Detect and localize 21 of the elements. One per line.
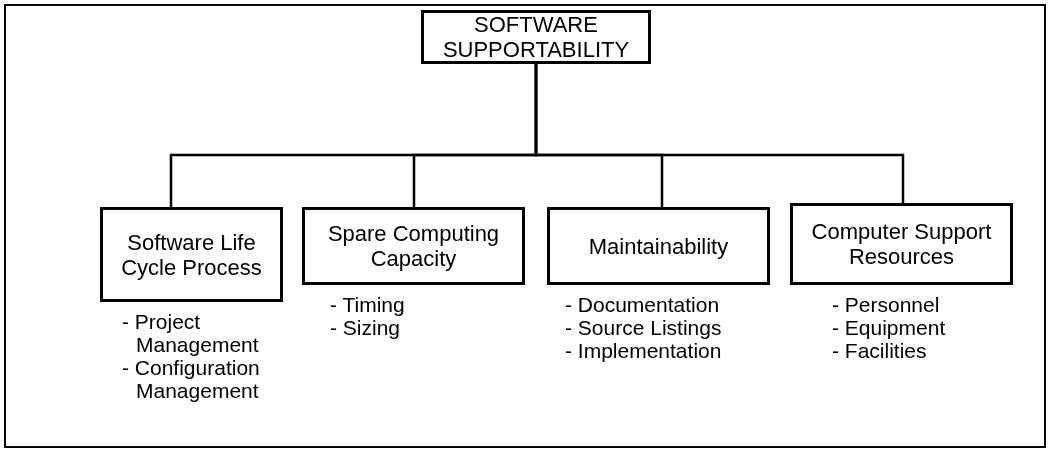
- connector-line: [534, 64, 905, 203]
- box-title: Maintainability: [587, 233, 730, 259]
- list-item: - Implementation: [565, 339, 723, 362]
- list-item: - Documentation: [565, 293, 721, 316]
- category-box: [302, 207, 525, 285]
- list-item: - Personnel: [832, 293, 941, 316]
- category-box: [100, 207, 283, 302]
- list-item: - Sizing: [330, 316, 402, 339]
- list-item: - Project Management: [122, 310, 260, 356]
- list-item: - Timing: [330, 293, 406, 316]
- list-item: - Configuration Management: [122, 356, 261, 402]
- category-box: [421, 10, 651, 64]
- list-item: - Equipment: [832, 316, 947, 339]
- box-title: Software Life Cycle Process: [120, 229, 263, 280]
- box-title: Computer Support Resources: [810, 219, 993, 269]
- list-item: - Facilities: [832, 339, 928, 362]
- category-box: [790, 203, 1013, 285]
- box-title: Spare Computing Capacity: [326, 221, 501, 271]
- list-item: - Source Listings: [565, 316, 723, 339]
- box-title: SOFTWARE SUPPORTABILITY: [441, 12, 631, 62]
- category-box: [547, 207, 770, 285]
